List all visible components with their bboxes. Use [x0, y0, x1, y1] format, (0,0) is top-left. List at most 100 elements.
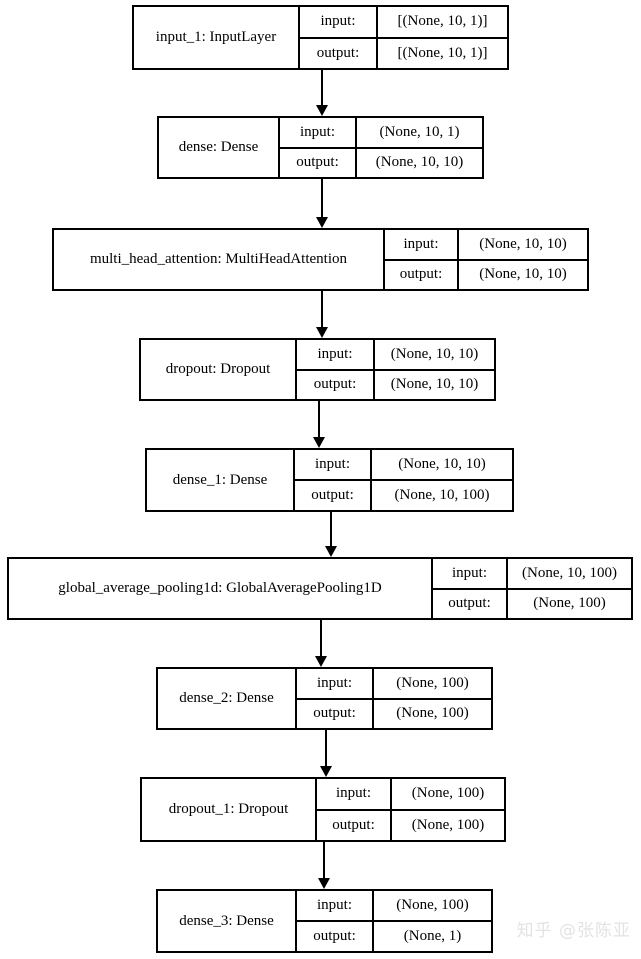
layer-name-dropout_1: dropout_1: Dropout: [142, 779, 317, 840]
layer-name-dense_3: dense_3: Dense: [158, 891, 297, 951]
output-label: output:: [300, 38, 378, 68]
layer-io-table-input_1: input: [(None, 10, 1)] output:[(None, 10, …: [300, 7, 507, 68]
output-row-dense: output: (None, 10, 10): [280, 148, 482, 177]
input-row-dense_2: input:(None, 100): [297, 669, 491, 700]
output-shape-dense_2: (None, 100): [396, 705, 469, 722]
edge-arrow: [316, 291, 328, 338]
layer-name-dense_1: dense_1: Dense: [147, 450, 295, 510]
arrow-head-icon: [316, 217, 328, 228]
input-label: input:: [297, 669, 374, 698]
output-label: output:: [433, 589, 508, 618]
input-label: input:: [300, 7, 378, 37]
output-row-dropout: output:(None, 10, 10): [297, 370, 494, 399]
output-row-multi_head_attention: output: (None, 10, 10): [385, 260, 587, 289]
input-shape-dense_3: (None, 100): [396, 897, 469, 913]
edge-arrow: [316, 70, 328, 116]
layer-io-table-dense: input: (None, 10, 1) output: (None, 10, 10): [280, 118, 482, 177]
input-label: input:: [280, 118, 357, 147]
input-shape-dropout: (None, 10, 10): [390, 345, 479, 362]
input-row-multi_head_attention: input: (None, 10, 10): [385, 230, 587, 261]
output-shape-dense_1: (None, 10, 100): [394, 487, 490, 503]
layer-name-dense_2: dense_2: Dense: [158, 669, 297, 728]
output-shape-dense: (None, 10, 10): [375, 154, 464, 171]
edge-arrow: [316, 179, 328, 228]
layer-io-table-multi_head_attention: input: (None, 10, 10) output: (None, 10, 10…: [385, 230, 587, 289]
edge-arrow: [325, 512, 337, 557]
output-label: output:: [317, 810, 392, 840]
edge-arrow: [320, 730, 332, 777]
layer-io-table-dropout_1: input: (None, 100) output: (None, 100): [317, 779, 504, 840]
layer-io-table-dense_1: input: (None, 10, 10) output: (None, 10, 10…: [295, 450, 512, 510]
output-shape-multi_head_attention: (None, 10, 10): [479, 266, 567, 283]
output-label: output:: [297, 922, 374, 951]
output-row-global_average_pooling1d: output: (None, 100): [433, 589, 631, 618]
input-row-dropout_1: input: (None, 100): [317, 779, 504, 811]
input-shape-global_average_pooling1d: (None, 10, 100): [522, 564, 617, 581]
arrow-head-icon: [325, 546, 337, 557]
arrow-head-icon: [315, 656, 327, 667]
layer-name-dropout: dropout: Dropout: [141, 340, 297, 399]
layer-io-table-global_average_pooling1d: input: (None, 10, 100) output: (None, 100): [433, 559, 631, 618]
arrow-line: [321, 291, 323, 329]
output-label: output:: [295, 481, 372, 510]
arrow-head-icon: [316, 327, 328, 338]
input-row-input_1: input: [(None, 10, 1)]: [300, 7, 507, 39]
input-label: input:: [295, 450, 372, 479]
edge-arrow: [313, 401, 325, 448]
input-shape-multi_head_attention: (None, 10, 10): [479, 235, 567, 252]
output-row-input_1: output:[(None, 10, 1)]: [300, 38, 507, 68]
edge-arrow: [315, 620, 327, 667]
arrow-line: [323, 842, 325, 880]
input-row-dense_1: input: (None, 10, 10): [295, 450, 512, 481]
input-shape-dropout_1: (None, 100): [411, 785, 485, 802]
output-row-dense_1: output: (None, 10, 100): [295, 481, 512, 510]
input-row-dropout: input: (None, 10, 10): [297, 340, 494, 371]
input-label: input:: [297, 891, 374, 920]
output-row-dropout_1: output: (None, 100): [317, 810, 504, 840]
arrow-head-icon: [318, 878, 330, 889]
output-row-dense_3: output: (None, 1): [297, 922, 491, 951]
arrow-line: [325, 730, 327, 768]
layer-name-global_average_pooling1d: global_average_pooling1d: GlobalAverageP…: [9, 559, 433, 618]
output-row-dense_2: output:(None, 100): [297, 699, 491, 728]
layer-name-input_1: input_1: InputLayer: [134, 7, 300, 68]
output-shape-dense_3: (None, 1): [403, 928, 462, 944]
arrow-line: [330, 512, 332, 548]
arrow-head-icon: [313, 437, 325, 448]
watermark: 知乎 @张陈亚: [516, 921, 631, 941]
input-label: input:: [385, 230, 459, 259]
layer-io-table-dense_2: input:(None, 100)output:(None, 100): [297, 669, 491, 728]
output-shape-dropout_1: (None, 100): [411, 816, 485, 833]
input-shape-input_1: [(None, 10, 1)]: [397, 13, 488, 30]
input-shape-dense_1: (None, 10, 10): [398, 456, 486, 472]
arrow-line: [320, 620, 322, 658]
layer-name-dense: dense: Dense: [159, 118, 280, 177]
input-label: input:: [433, 559, 508, 588]
arrow-line: [318, 401, 320, 439]
arrow-line: [321, 179, 323, 219]
input-label: input:: [317, 779, 392, 809]
input-row-dense: input: (None, 10, 1): [280, 118, 482, 149]
input-shape-dense: (None, 10, 1): [379, 123, 460, 140]
output-label: output:: [280, 148, 357, 177]
output-shape-global_average_pooling1d: (None, 100): [533, 595, 606, 612]
layer-name-multi_head_attention: multi_head_attention: MultiHeadAttention: [54, 230, 385, 289]
output-label: output:: [385, 260, 459, 289]
input-label: input:: [297, 340, 375, 369]
arrow-line: [321, 70, 323, 107]
layer-node-multi_head_attention[interactable]: multi_head_attention: MultiHeadAttention…: [52, 228, 589, 291]
layer-node-global_average_pooling1d[interactable]: global_average_pooling1d: GlobalAverageP…: [7, 557, 633, 620]
edge-arrow: [318, 842, 330, 889]
input-row-global_average_pooling1d: input: (None, 10, 100): [433, 559, 631, 590]
layer-io-table-dropout: input: (None, 10, 10) output:(None, 10, 10…: [297, 340, 494, 399]
output-label: output:: [297, 370, 375, 399]
layer-io-table-dense_3: input: (None, 100) output: (None, 1): [297, 891, 491, 951]
